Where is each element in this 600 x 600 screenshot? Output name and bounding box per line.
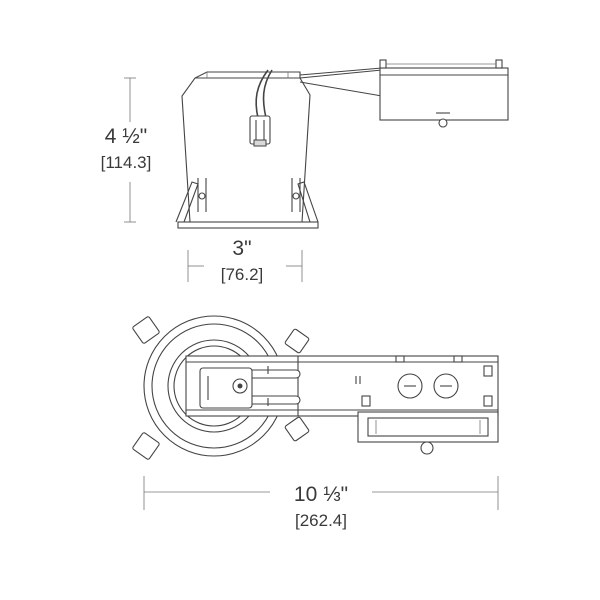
junction-box — [379, 59, 509, 128]
junction-box-lid — [357, 411, 499, 455]
width-metric: [76.2] — [220, 265, 264, 284]
height-dimension-line — [124, 77, 136, 223]
length-metric: [262.4] — [295, 511, 347, 530]
ring-tabs — [132, 316, 310, 460]
width-imperial: 3" — [232, 237, 252, 260]
length-dimension-line — [143, 476, 499, 510]
mounting-clip-left — [175, 178, 207, 223]
height-imperial: 4 ½" — [104, 125, 148, 148]
housing-can — [177, 71, 319, 229]
length-dimension-label: 10 ⅓" [262.4] — [276, 484, 366, 529]
width-dimension-line — [187, 250, 303, 282]
wire-connector — [249, 69, 273, 147]
side-view — [124, 59, 509, 282]
bracket-bar — [185, 355, 499, 417]
width-dimension-label: 3" [76.2] — [202, 238, 282, 283]
mounting-clip-right — [291, 178, 319, 223]
mounting-bar — [299, 67, 383, 97]
height-metric: [114.3] — [100, 153, 152, 172]
top-view — [132, 315, 499, 510]
length-imperial: 10 ⅓" — [293, 483, 349, 506]
height-dimension-label: 4 ½" [114.3] — [86, 126, 166, 171]
